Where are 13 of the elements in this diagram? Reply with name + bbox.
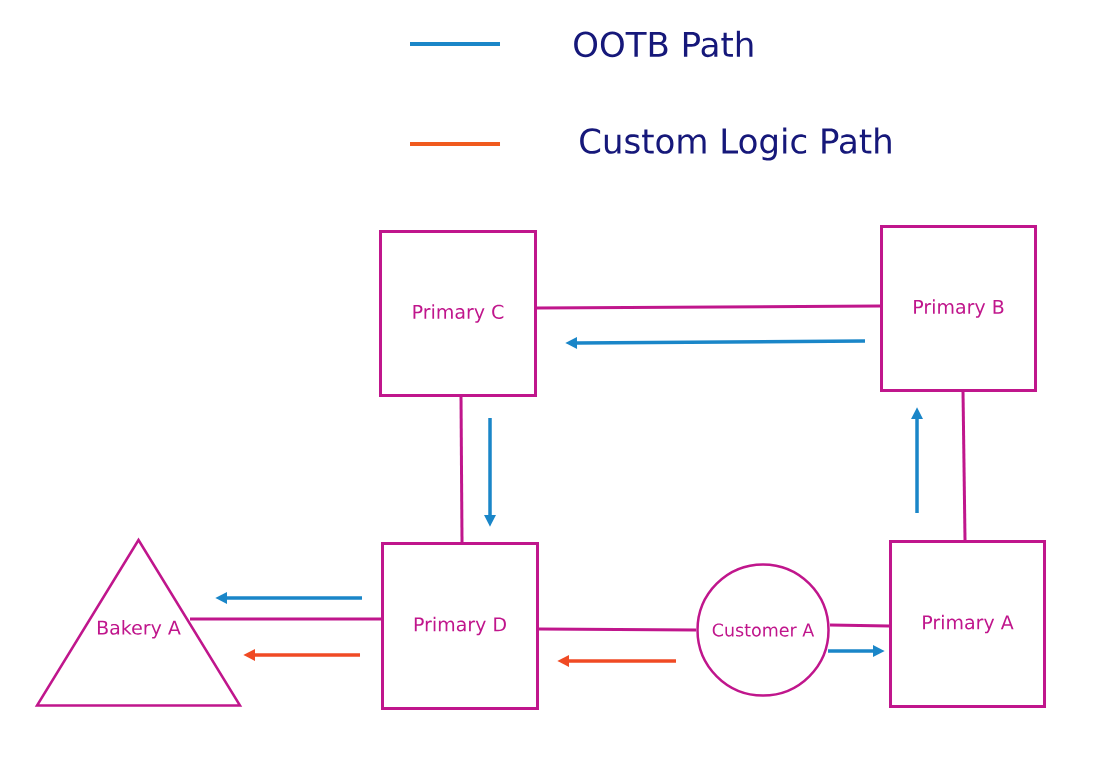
circle-node: Customer A [696, 563, 830, 697]
connector-line [539, 627, 697, 632]
process-box: Primary C [379, 230, 537, 397]
connector-line [459, 397, 464, 543]
process-box: Primary D [381, 542, 539, 710]
legend-label: OOTB Path [574, 30, 753, 58]
process-box: Primary A [889, 540, 1046, 708]
connector-line [961, 392, 967, 541]
process-box: Primary B [880, 225, 1037, 392]
connector-line [190, 617, 381, 621]
legend-label: Custom Logic Path [580, 127, 891, 161]
connector-line [537, 304, 880, 310]
connector-line [830, 623, 890, 628]
